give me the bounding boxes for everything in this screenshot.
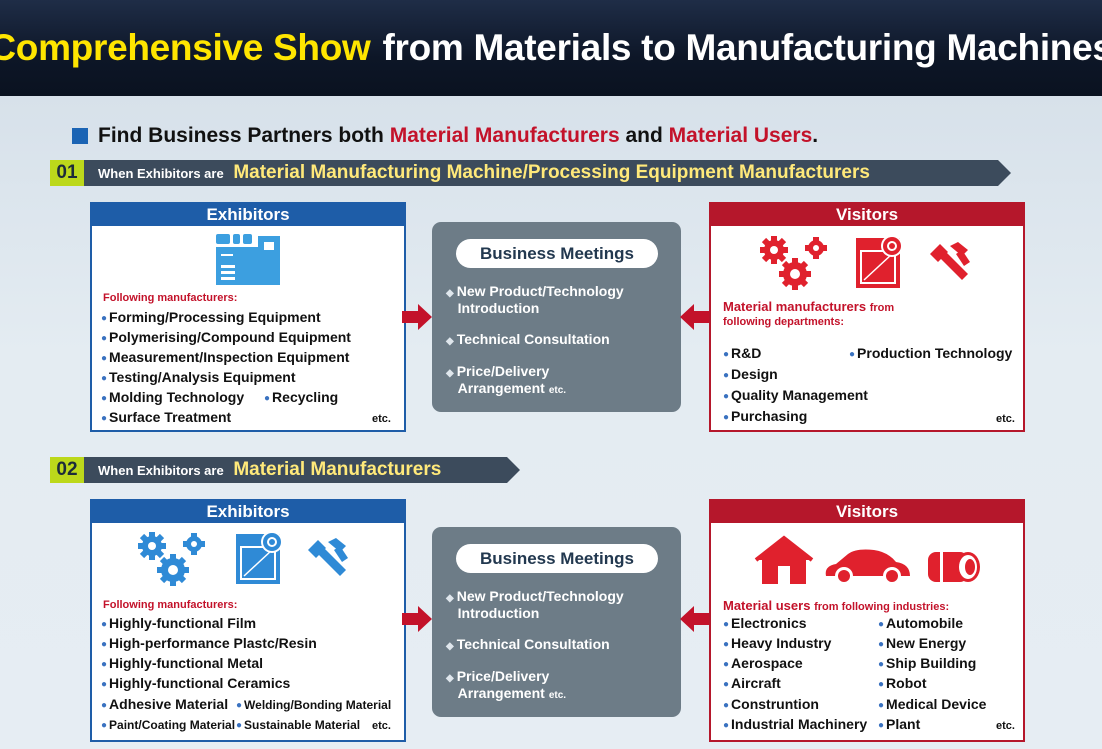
visitors-header: Visitors: [711, 501, 1023, 523]
visitors-caption: Material users from following industries…: [723, 598, 950, 613]
meeting-item: ◆Technical Consultation: [446, 636, 610, 653]
banner-highlight: Comprehensive Show: [0, 27, 371, 68]
list-item: ●Ship Building: [878, 655, 977, 671]
business-meetings-title: Business Meetings: [456, 544, 658, 573]
exhibitors-header: Exhibitors: [92, 204, 404, 226]
section-prefix: When Exhibitors are: [98, 463, 224, 478]
film-roll-icon: [236, 531, 283, 584]
section-highlight: Material Manufacturing Machine/Processin…: [233, 162, 870, 183]
banner-title: from Materials to Manufacturing Machines: [382, 27, 1102, 68]
list-item: ●Polymerising/Compound Equipment: [101, 329, 351, 345]
visitors-box-02: Visitors: [709, 499, 1025, 742]
headline-text: Find Business Partners both: [98, 124, 384, 147]
arrow-left-icon: [680, 304, 710, 330]
meeting-item: ◆New Product/Technology Introduction: [446, 588, 624, 621]
etc-label: etc.: [996, 720, 1015, 732]
list-item: ●Quality Management: [723, 387, 868, 403]
exhibitors-caption: Following manufacturers:: [103, 292, 238, 304]
list-item: ●Construntion: [723, 696, 819, 712]
list-item: ●Highly-functional Metal: [101, 655, 264, 671]
meeting-item: ◆Technical Consultation: [446, 331, 610, 348]
list-item: ●Aerospace: [723, 655, 803, 671]
gears-icon: [760, 236, 827, 290]
headline-highlight-1: Material Manufacturers: [389, 124, 620, 147]
list-item: ●Purchasing: [723, 408, 808, 424]
list-item: ●Surface Treatment: [101, 409, 232, 425]
visitors-header: Visitors: [711, 204, 1023, 226]
section-number: 01: [50, 160, 84, 186]
visitors-caption-2: following departments:: [723, 316, 844, 328]
screw-icon: [308, 538, 348, 576]
list-item: ●Plant: [878, 716, 921, 732]
list-item: ●Heavy Industry: [723, 635, 832, 651]
list-item: ●Measurement/Inspection Equipment: [101, 349, 350, 365]
etc-label: etc.: [372, 413, 391, 425]
machine-icon: [216, 234, 280, 285]
list-item: ●Robot: [878, 675, 927, 691]
list-item: ●Industrial Machinery: [723, 716, 868, 732]
exhibitors-header: Exhibitors: [92, 501, 404, 523]
list-item: ●Forming/Processing Equipment: [101, 309, 321, 325]
list-item: ●Highly-functional Ceramics: [101, 675, 291, 691]
section-title: When Exhibitors are Material Manufacture…: [84, 459, 441, 481]
list-item: ●New Energy: [878, 635, 967, 651]
page-banner: Comprehensive Show from Materials to Man…: [0, 0, 1102, 96]
gears-icon: [138, 532, 205, 586]
screw-icon: [930, 242, 970, 280]
film-roll-icon: [856, 235, 903, 288]
arrow-right-icon: [402, 304, 432, 330]
arrow-right-icon: [402, 606, 432, 632]
list-item: ●R&D: [723, 345, 762, 361]
headline-and: and: [625, 124, 663, 147]
house-icon: [754, 535, 814, 584]
list-item: ●Automobile: [878, 615, 964, 631]
visitors-caption: Material manufacturers from: [723, 299, 895, 314]
list-item: ●Production Technology: [849, 345, 1013, 361]
list-item: ●Electronics: [723, 615, 807, 631]
business-meetings-title: Business Meetings: [456, 239, 658, 268]
section-band-02: 02 When Exhibitors are Material Manufact…: [50, 457, 520, 483]
section-highlight: Material Manufacturers: [233, 459, 442, 480]
list-item: ●Highly-functional Film: [101, 615, 257, 631]
meeting-item: ◆New Product/Technology Introduction: [446, 283, 624, 316]
list-item: ●Adhesive Material: [101, 696, 229, 712]
headline-period: .: [812, 124, 819, 147]
square-bullet-icon: [72, 128, 88, 144]
battery-icon: [928, 552, 980, 582]
list-item: ●Medical Device: [878, 696, 987, 712]
list-item: ●Welding/Bonding Material: [236, 698, 392, 712]
section-number: 02: [50, 457, 84, 483]
section-prefix: When Exhibitors are: [98, 166, 224, 181]
list-item: ●Design: [723, 366, 778, 382]
headline-highlight-2: Material Users: [668, 124, 813, 147]
list-item: ●Aircraft: [723, 675, 781, 691]
list-item: ●Testing/Analysis Equipment: [101, 369, 296, 385]
business-meetings-box-01: Business Meetings ◆New Product/Technolog…: [432, 222, 681, 412]
list-item: ●Recycling: [264, 389, 339, 405]
headline: Find Business Partners both Material Man…: [72, 124, 818, 148]
etc-label: etc.: [996, 413, 1015, 425]
etc-label: etc.: [372, 720, 391, 732]
exhibitors-caption: Following manufacturers:: [103, 599, 238, 611]
business-meetings-box-02: Business Meetings ◆New Product/Technolog…: [432, 527, 681, 717]
list-item: ●Paint/Coating Material: [101, 718, 236, 732]
car-icon: [825, 549, 910, 585]
list-item: ●Sustainable Material: [236, 718, 361, 732]
list-item: ●Molding Technology: [101, 389, 245, 405]
list-item: ●High-performance Plastc/Resin: [101, 635, 317, 651]
arrow-left-icon: [680, 606, 710, 632]
section-band-01: 01 When Exhibitors are Material Manufact…: [50, 160, 1011, 186]
section-title: When Exhibitors are Material Manufacturi…: [84, 162, 870, 184]
